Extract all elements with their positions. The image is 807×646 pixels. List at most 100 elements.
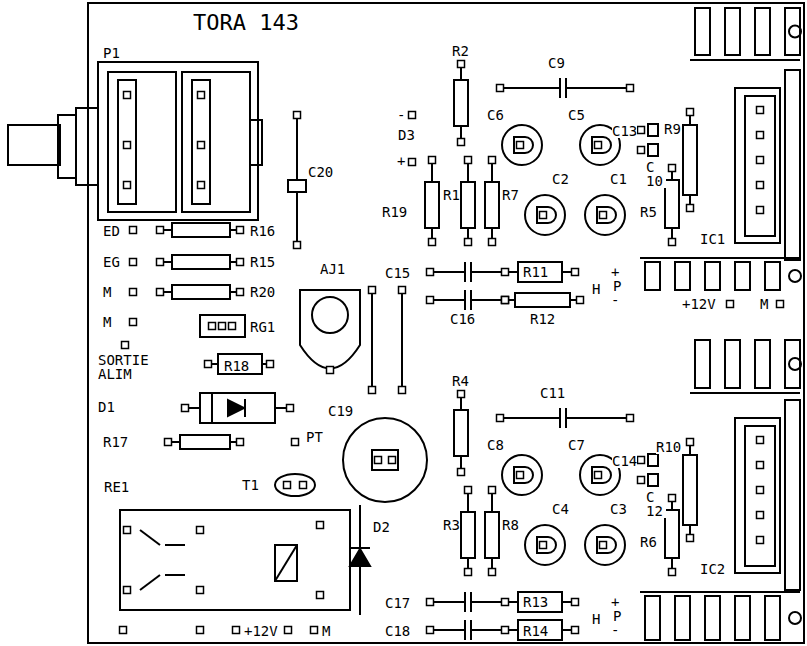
capacitor-symbol: [648, 124, 658, 136]
transistor-outline: [275, 474, 315, 496]
connector-body: [745, 426, 775, 566]
heatsink-fin: [695, 340, 710, 388]
resistor-symbol: [485, 182, 499, 228]
solder-pad: [687, 535, 694, 542]
solder-pad: [311, 627, 318, 634]
silkscreen-line: [471, 601, 501, 603]
component-label: C9: [548, 56, 565, 70]
solder-pad: [465, 569, 472, 576]
solder-pad: [572, 627, 579, 634]
component-label: R4: [452, 374, 469, 388]
connector-body: [118, 80, 136, 204]
component-label: PT: [306, 430, 323, 444]
silkscreen-line: [471, 299, 501, 301]
component-label: R2: [452, 44, 469, 58]
solder-pad: [429, 157, 436, 164]
solder-pad: [669, 569, 676, 576]
component-label: P1: [103, 46, 120, 60]
solder-pad: [399, 387, 406, 394]
relay-contact: [140, 530, 160, 545]
silkscreen-line: [431, 164, 433, 182]
silkscreen-line: [467, 494, 469, 512]
silkscreen-line: [671, 172, 673, 180]
connector-body: [182, 72, 250, 212]
resistor-symbol: [172, 255, 230, 269]
component-label: R10: [656, 440, 681, 454]
solder-pad: [219, 323, 226, 330]
silkscreen-line: [467, 164, 469, 182]
solder-pad: [669, 239, 676, 246]
potentiometer-body: [300, 290, 360, 369]
solder-pad: [669, 495, 676, 502]
potentiometer-knob: [312, 297, 348, 333]
solder-pad: [198, 142, 205, 149]
component-label: R16: [250, 224, 275, 238]
heatsink-fin: [705, 262, 720, 290]
component-label: H: [592, 612, 600, 626]
silkscreen-line: [164, 261, 172, 263]
solder-pad: [284, 482, 291, 489]
relay-coil: [275, 545, 297, 581]
solder-pad: [124, 92, 131, 99]
component-label: D2: [373, 520, 390, 534]
cable-plug: [58, 115, 76, 178]
silkscreen-line: [689, 195, 691, 204]
heatsink-hook: [789, 612, 801, 624]
component-label: C19: [328, 404, 353, 418]
heatsink-base: [690, 392, 800, 394]
component-label: C8: [487, 438, 504, 452]
silkscreen-line: [460, 126, 462, 138]
heatsink-bar: [785, 70, 800, 260]
component-label: C14: [612, 454, 637, 468]
silkscreen-line: [566, 87, 626, 89]
component-label: C16: [450, 312, 475, 326]
silkscreen-line: [689, 446, 691, 455]
solder-pad: [458, 391, 465, 398]
silkscreen-line: [508, 629, 518, 631]
resistor-symbol: [683, 125, 697, 195]
solder-pad: [427, 269, 434, 276]
solder-pad: [317, 522, 324, 529]
solder-pad: [287, 405, 294, 412]
solder-pad: [595, 142, 602, 149]
component-label: C6: [487, 108, 504, 122]
heatsink-fin: [675, 596, 690, 640]
board-outline: [88, 3, 804, 643]
silkscreen-line: [230, 441, 236, 443]
solder-pad: [757, 207, 764, 214]
solder-pad: [489, 157, 496, 164]
heatsink-fin: [765, 596, 780, 640]
solder-pad: [595, 472, 602, 479]
solder-pad: [389, 457, 396, 464]
solder-pad: [285, 627, 292, 634]
solder-pad: [124, 182, 131, 189]
silkscreen-line: [296, 192, 298, 241]
silkscreen-line: [508, 601, 518, 603]
solder-pad: [120, 627, 127, 634]
component-label: RG1: [250, 320, 275, 334]
solder-pad: [165, 439, 172, 446]
heatsink-base: [640, 257, 800, 259]
silkscreen-line: [296, 119, 298, 180]
solder-pad: [577, 297, 584, 304]
resistor-symbol: [454, 80, 468, 126]
solder-pad: [317, 592, 324, 599]
component-label: RE1: [104, 480, 129, 494]
solder-pad: [124, 142, 131, 149]
component-label: C13: [612, 124, 637, 138]
component-label: -: [611, 293, 619, 307]
relay-contact: [140, 575, 160, 590]
silkscreen-line: [431, 228, 433, 238]
transistor-outline: [502, 125, 542, 165]
silkscreen-line: [562, 629, 571, 631]
resistor-symbol: [485, 512, 499, 558]
component-label: P: [613, 279, 621, 293]
component-label: C20: [308, 165, 333, 179]
solder-pad: [198, 92, 205, 99]
capacitor-plate: [464, 290, 466, 310]
solder-pad: [294, 112, 301, 119]
silkscreen-line: [471, 271, 501, 273]
solder-pad: [375, 457, 382, 464]
solder-pad: [157, 227, 164, 234]
